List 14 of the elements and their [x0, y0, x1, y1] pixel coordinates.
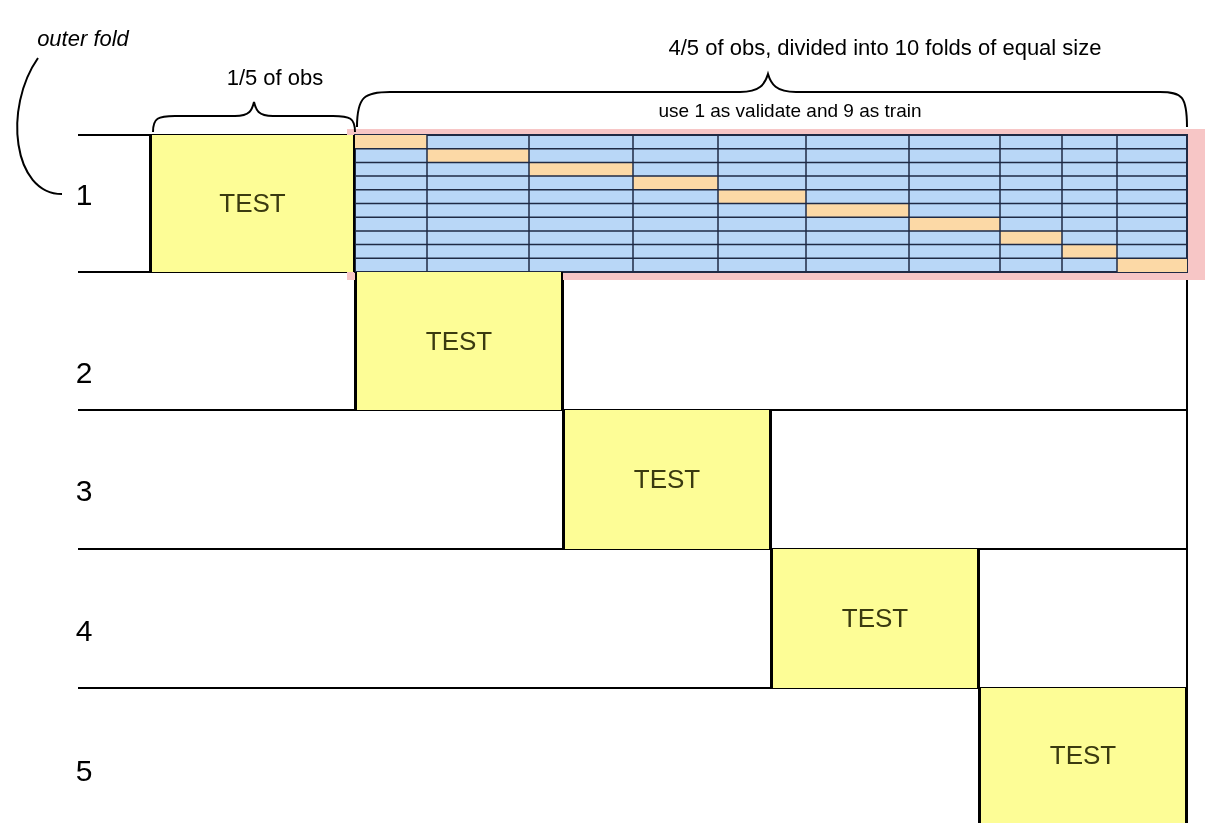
row-number: 1 [62, 172, 106, 216]
test-fold-box: TEST [150, 135, 355, 272]
row-number: 5 [74, 752, 94, 789]
test-fold-box: TEST [771, 549, 979, 688]
leader-line [16, 57, 63, 195]
row-number: 3 [74, 472, 94, 509]
annotation-text: 1/5 of obs [225, 63, 325, 92]
test-fold-box: TEST [979, 688, 1187, 823]
test-fold-box: TEST [563, 410, 771, 549]
annotation-text: 4/5 of obs, divided into 10 folds of equal size [667, 33, 1103, 62]
row-number: 2 [74, 354, 94, 391]
row-number: 4 [74, 612, 94, 649]
outer-fold-label: outer fold [8, 18, 158, 58]
test-fold-box: TEST [355, 272, 563, 410]
